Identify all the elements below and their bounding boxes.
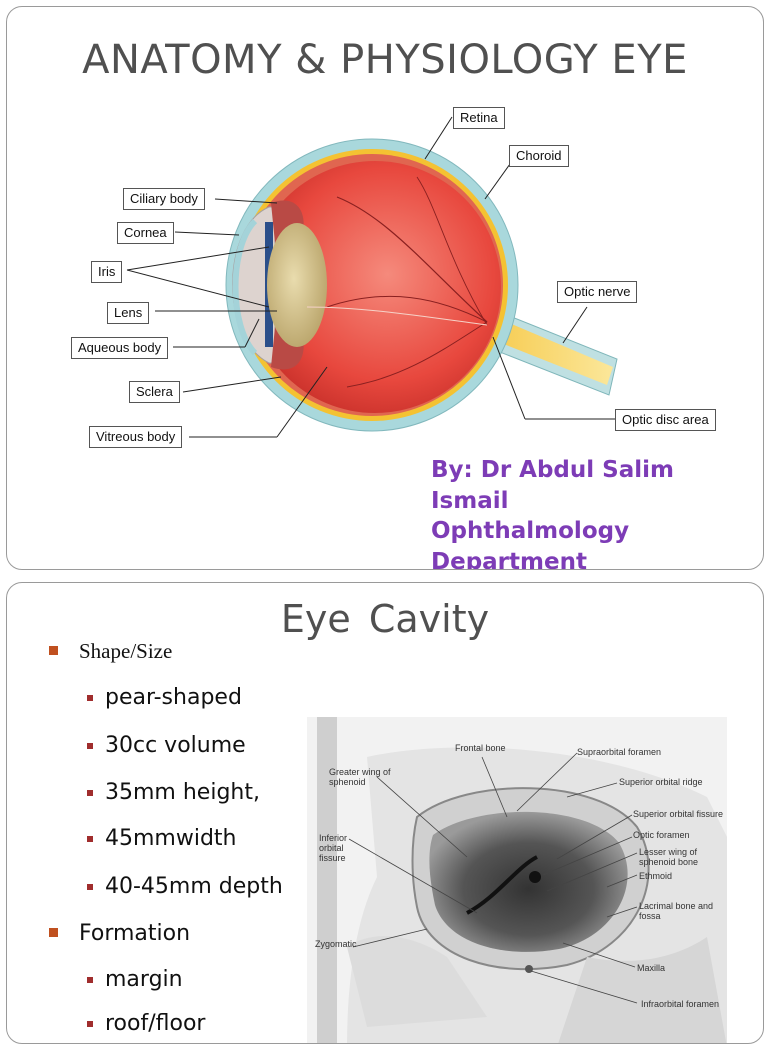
slide-title: Eye Cavity (280, 597, 490, 641)
skull-label-lesser-wing: Lesser wing of sphenoid bone (639, 847, 699, 867)
sub-bullet: 45mmwidth (87, 826, 237, 851)
skull-label-ethmoid: Ethmoid (639, 871, 673, 881)
orbit-skull-illustration: Frontal bone Supraorbital foramen Greate… (307, 717, 727, 1043)
slide-eye-cavity: Eye Cavity Shape/Size pear-shaped 30cc v… (6, 582, 764, 1044)
byline-line: Ismail (431, 487, 509, 514)
skull-label-greater-wing: Greater wing of sphenoid (329, 767, 391, 787)
byline-line: Ophthalmology (431, 518, 630, 544)
label-aqueous-body: Aqueous body (71, 337, 169, 359)
slide-anatomy-eye: ANATOMY & PHYSIOLOGY EYE (6, 6, 764, 570)
sub-bullet: 40-45mm depth (87, 874, 283, 899)
label-iris: Iris (91, 261, 123, 283)
skull-label-zygomatic: Zygomatic (315, 939, 357, 949)
skull-label-frontal-bone: Frontal bone (455, 743, 506, 753)
skull-label-superior-orbital-ridge: Superior orbital ridge (619, 777, 703, 787)
skull-label-infraorbital-foramen: Infraorbital foramen (641, 999, 720, 1009)
slide-title: ANATOMY & PHYSIOLOGY EYE (82, 37, 688, 83)
sub-bullet: pear-shaped (87, 685, 242, 710)
label-sclera: Sclera (129, 381, 180, 403)
skull-label-lacrimal: Lacrimal bone and fossa (639, 901, 714, 921)
eye-diagram-illustration (126, 116, 618, 438)
skull-label-inferior-orbital-fissure: Inferior orbital fissure (319, 833, 348, 863)
skull-label-optic-foramen: Optic foramen (633, 830, 690, 840)
sub-bullet: 35mm height, (87, 780, 260, 805)
sub-bullet: margin (87, 967, 183, 992)
label-cornea: Cornea (117, 222, 174, 244)
label-retina: Retina (453, 107, 505, 129)
byline-line: Department (431, 548, 587, 570)
author-byline: By: Dr Abdul Salim Ismail Ophthalmology … (431, 455, 674, 570)
label-vitreous-body: Vitreous body (89, 426, 183, 448)
label-lens: Lens (107, 302, 150, 324)
skull-drawing (317, 717, 727, 1043)
bullet-formation: Formation (49, 921, 190, 946)
label-choroid: Choroid (509, 145, 569, 167)
label-ciliary-body: Ciliary body (123, 188, 205, 210)
skull-label-superior-orbital-fissure: Superior orbital fissure (633, 809, 724, 819)
label-optic-disc-area: Optic disc area (615, 409, 716, 431)
label-optic-nerve: Optic nerve (557, 281, 638, 303)
bullet-shape-size: Shape/Size (49, 639, 172, 664)
sub-bullet: 30cc volume (87, 733, 246, 758)
skull-label-supraorbital-foramen: Supraorbital foramen (577, 747, 662, 757)
byline-line: By: Dr Abdul Salim (431, 457, 674, 483)
skull-label-maxilla: Maxilla (637, 963, 666, 973)
